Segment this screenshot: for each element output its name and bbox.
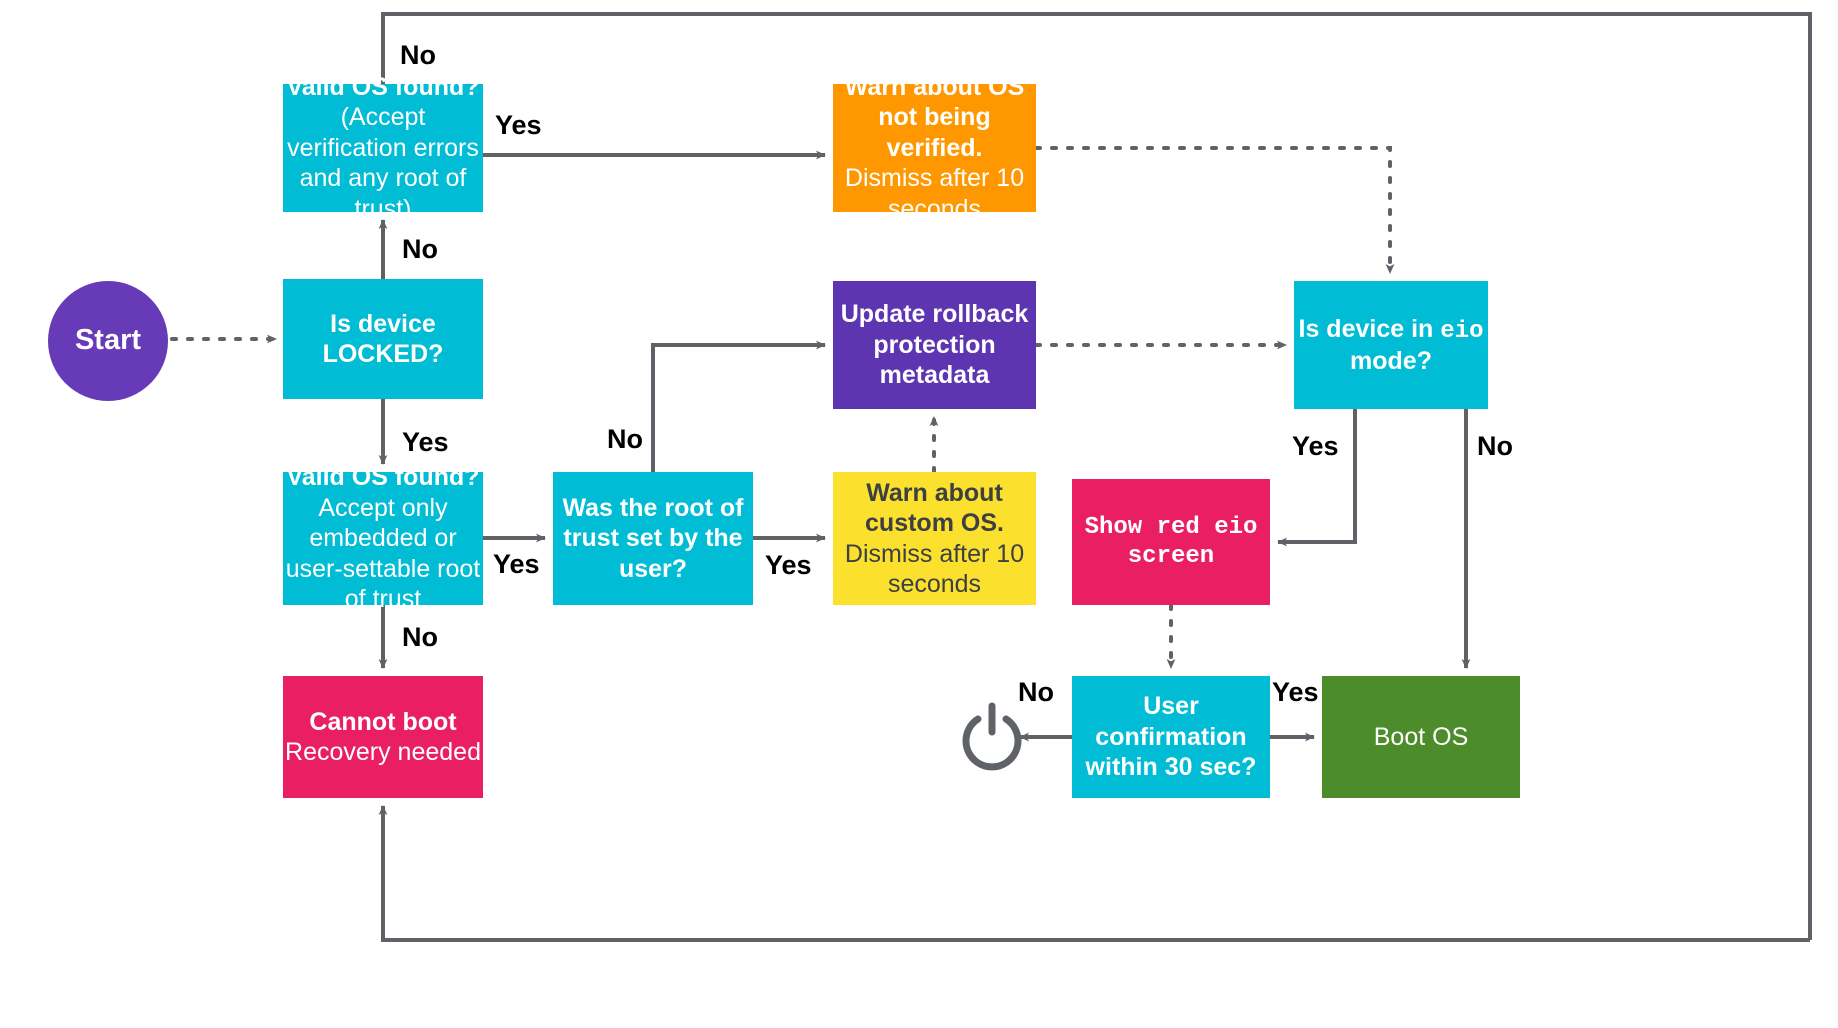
valid-os-found-unlocked-title: Valid OS found? — [286, 72, 480, 101]
edge-label-no-top-loop: No — [400, 40, 436, 70]
is-device-locked-node[interactable]: Is device LOCKED? — [283, 279, 483, 399]
cannot-boot-node[interactable]: Cannot boot Recovery needed — [283, 676, 483, 798]
is-device-in-eio-mode-node[interactable]: Is device in eio mode? — [1294, 281, 1488, 409]
wire-warn-unverified-to-eio — [1034, 146, 1395, 275]
edge-label-yes-user-confirm: Yes — [1272, 677, 1319, 707]
warn-os-not-verified-sub: Dismiss after 10 seconds — [844, 164, 1025, 223]
wire-valid-os-unlocked-no-loop — [381, 12, 1812, 940]
valid-os-found-locked-node[interactable]: Valid OS found? Accept only embedded or … — [283, 463, 483, 613]
cannot-boot-sub: Recovery needed — [285, 738, 481, 766]
is-device-locked-title: Is device LOCKED? — [322, 309, 444, 369]
user-confirmation-node[interactable]: User confirmation within 30 sec? — [1072, 676, 1270, 798]
update-rollback-protection-node[interactable]: Update rollback protection metadata — [833, 281, 1036, 409]
start-node[interactable]: Start — [48, 281, 168, 401]
wire-eio-yes-to-show-red — [1277, 409, 1357, 547]
warn-custom-os-node[interactable]: Warn about custom OS. Dismiss after 10 s… — [833, 472, 1036, 605]
show-red-eio-screen-title: Show red eio screen — [1084, 513, 1258, 570]
edge-label-yes-locked: Yes — [402, 427, 449, 457]
edge-label-no-cannot-boot: No — [402, 622, 438, 652]
edge-label-no-user-confirm: No — [1018, 677, 1054, 707]
edge-label-no-eio: No — [1477, 431, 1513, 461]
wire-bottom-return-to-cannot-boot — [378, 805, 1810, 942]
warn-custom-os-sub: Dismiss after 10 seconds — [844, 539, 1025, 599]
valid-os-found-locked-sub: Accept only embedded or user-settable ro… — [285, 493, 481, 614]
edge-label-no-to-valid-os: No — [402, 234, 438, 264]
root-of-trust-set-by-user-title: Was the root of trust set by the user? — [562, 493, 744, 583]
edge-label-yes-unlocked: Yes — [495, 110, 542, 140]
start-node-label: Start — [74, 324, 142, 357]
update-rollback-protection-title: Update rollback protection metadata — [840, 300, 1029, 390]
warn-os-not-verified-node[interactable]: Warn about OS not being verified. Dismis… — [833, 73, 1036, 223]
edge-label-yes-eio: Yes — [1292, 431, 1339, 461]
user-confirmation-title: User confirmation within 30 sec? — [1085, 692, 1257, 782]
power-off-icon — [962, 702, 1022, 771]
boot-os-node[interactable]: Boot OS — [1322, 676, 1520, 798]
wire-rot-no-to-update-rollback — [651, 340, 826, 472]
edge-label-yes-custom-os: Yes — [765, 550, 812, 580]
edge-label-yes-to-rot: Yes — [493, 549, 540, 579]
valid-os-found-unlocked-node[interactable]: Valid OS found? (Accept verification err… — [283, 73, 483, 223]
boot-os-title: Boot OS — [1373, 722, 1469, 751]
valid-os-found-locked-title: Valid OS found? — [286, 463, 480, 492]
is-device-in-eio-mode-title: Is device in eio mode? — [1298, 314, 1484, 375]
edge-label-no-rot-up: No — [607, 424, 643, 454]
valid-os-found-unlocked-sub: (Accept verification errors and any root… — [287, 103, 479, 223]
warn-custom-os-title: Warn about custom OS. — [865, 478, 1004, 538]
warn-os-not-verified-title: Warn about OS not being verified. — [844, 72, 1025, 162]
show-red-eio-screen-node[interactable]: Show red eio screen — [1072, 479, 1270, 605]
cannot-boot-title: Cannot boot — [309, 707, 457, 736]
root-of-trust-set-by-user-node[interactable]: Was the root of trust set by the user? — [553, 472, 753, 605]
